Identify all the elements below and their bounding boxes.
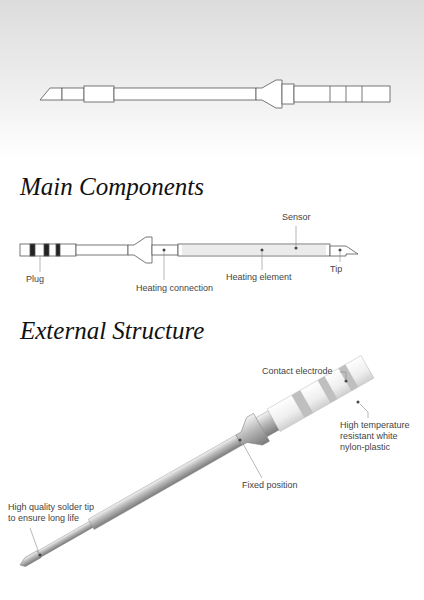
part-label: High quality solder tip to ensure long l… (8, 502, 104, 524)
part-label: Fixed position (242, 480, 298, 491)
part-label: Heating element (226, 272, 292, 283)
part-label: Sensor (282, 212, 311, 223)
section-heading: External Structure (20, 316, 204, 346)
part-label: Heating connection (136, 283, 213, 294)
part-label: Plug (26, 274, 44, 285)
section-heading: Main Components (20, 172, 204, 202)
part-label: High temperature resistant white nylon-p… (340, 420, 418, 452)
part-label: Tip (330, 264, 342, 275)
part-label: Contact electrode (262, 366, 333, 377)
